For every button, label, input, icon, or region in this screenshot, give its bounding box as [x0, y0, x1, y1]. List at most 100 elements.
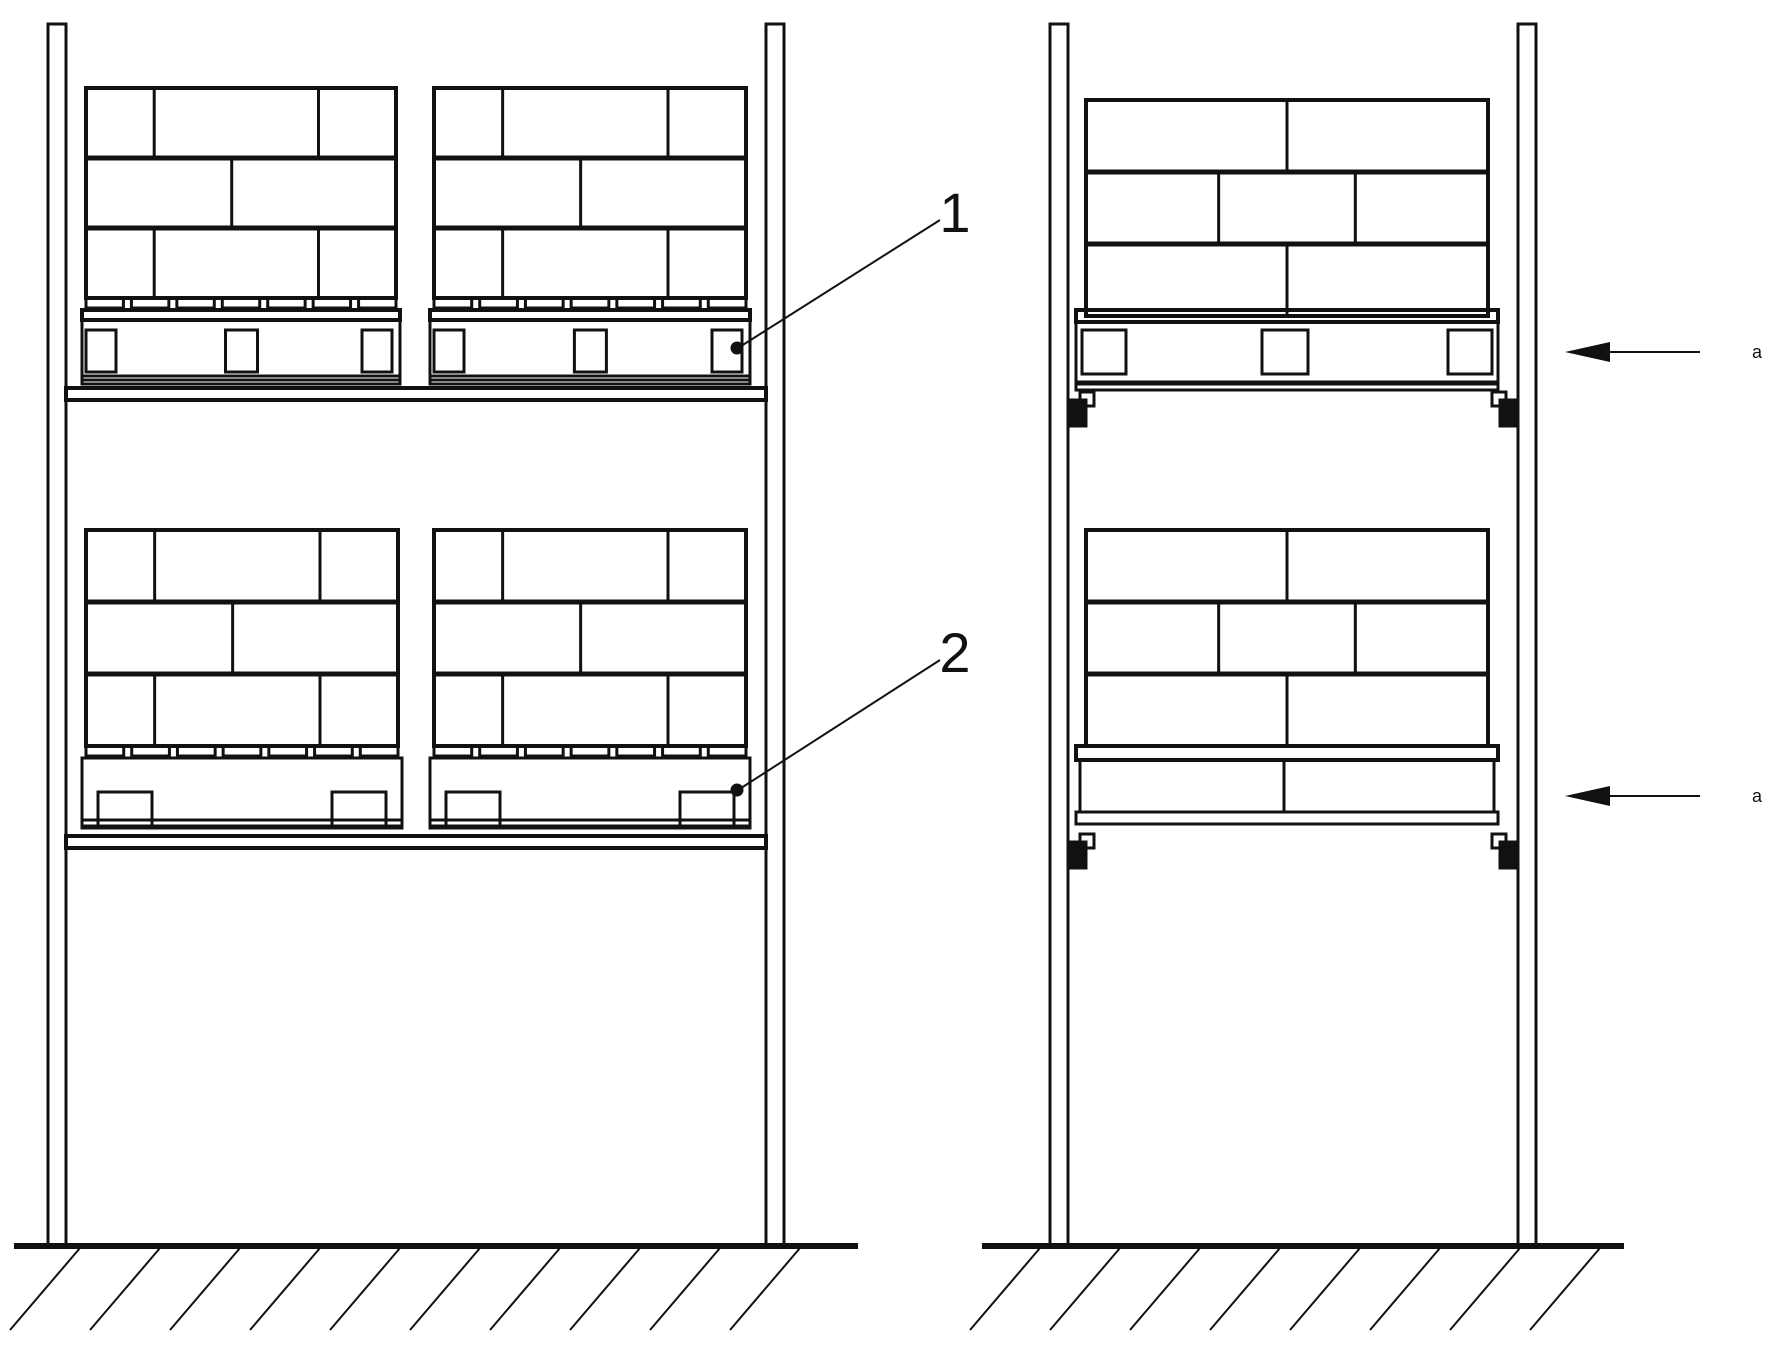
- deck-board: [221, 744, 263, 758]
- callout-label-2: 2: [939, 621, 970, 684]
- arrow-lower-head: [1565, 786, 1610, 806]
- left-floor-hatching: [9, 1247, 801, 1331]
- callout-1: 1: [730, 181, 971, 355]
- deck-board: [706, 744, 748, 758]
- arrow-upper-label: a: [1752, 342, 1763, 362]
- rail-shoe-right: [1498, 840, 1520, 870]
- callout-dot-2: [730, 783, 744, 797]
- pallet-load: [428, 86, 752, 386]
- pallet-base: [80, 318, 402, 382]
- hatch-line: [489, 1247, 561, 1331]
- pallet-bottom-board: [1074, 810, 1500, 826]
- pallet-block: [1260, 328, 1310, 376]
- rail-shoe-left: [1066, 840, 1088, 870]
- roller-right: [1490, 832, 1508, 850]
- pallet-load: [1066, 528, 1520, 870]
- pallet-bottom-board: [1074, 380, 1500, 392]
- right-upright-left: [1048, 22, 1070, 1248]
- deck-board: [432, 296, 474, 310]
- pallet-bottom-board: [80, 374, 402, 386]
- carton-stack: [1084, 98, 1490, 318]
- pallet-deck-boards: [432, 744, 748, 758]
- deck-board: [523, 744, 565, 758]
- pallet-foot: [678, 790, 736, 828]
- hatch-line: [1369, 1247, 1441, 1331]
- hatch-line: [169, 1247, 241, 1331]
- carton-stack: [1084, 528, 1490, 748]
- leader-line-1: [737, 219, 941, 349]
- hatch-line: [9, 1247, 81, 1331]
- rail-shoes: [1066, 390, 1520, 428]
- carton-stack: [432, 528, 748, 748]
- pallet-block: [224, 328, 259, 374]
- left-upright-left: [46, 22, 68, 1248]
- left-beam-lower: [64, 834, 768, 850]
- rail-shoe-right: [1498, 398, 1520, 428]
- left-rack: [46, 22, 786, 1248]
- left-beam-upper: [64, 386, 768, 402]
- pallet-block: [432, 328, 466, 374]
- pallet-load: [80, 528, 404, 830]
- deck-board: [569, 296, 611, 310]
- deck-board: [311, 296, 353, 310]
- deck-board: [357, 296, 398, 310]
- right-rack: [1048, 22, 1538, 1248]
- pallet-block: [1080, 328, 1128, 376]
- pallet-bottom-board: [428, 374, 752, 386]
- pallet-load: [1066, 98, 1520, 428]
- carton-stack-outline: [432, 86, 748, 300]
- pallet-base: [80, 756, 404, 828]
- pallet-foot: [96, 790, 154, 828]
- callout-label-1: 1: [939, 181, 970, 244]
- hatch-line: [1049, 1247, 1121, 1331]
- roller-left: [1078, 390, 1096, 408]
- deck-board: [478, 296, 519, 310]
- pallet-block: [1446, 328, 1494, 376]
- leader-line-2: [737, 659, 941, 791]
- hatch-line: [1529, 1247, 1601, 1331]
- pallet-deck-boards: [84, 744, 400, 758]
- deck-board: [569, 744, 611, 758]
- hatch-line: [89, 1247, 161, 1331]
- hatch-line: [1129, 1247, 1201, 1331]
- roller-left: [1078, 832, 1096, 850]
- carton-stack: [432, 86, 748, 300]
- pallet-deck-boards: [432, 296, 748, 310]
- left-pallets: [80, 86, 752, 830]
- deck-board: [358, 744, 400, 758]
- arrow-upper: a: [1565, 342, 1763, 362]
- deck-board: [130, 744, 171, 758]
- deck-board: [661, 744, 702, 758]
- carton-stack-outline: [432, 528, 748, 748]
- pallet-block: [84, 328, 118, 374]
- pallet-foot: [330, 790, 388, 828]
- pallet-bottom-board: [80, 818, 404, 830]
- deck-board: [267, 744, 309, 758]
- hatch-line: [969, 1247, 1041, 1331]
- deck-board: [84, 744, 126, 758]
- deck-board: [706, 296, 748, 310]
- rail-shoe-left: [1066, 398, 1088, 428]
- carton-stack: [84, 86, 398, 300]
- hatch-line: [729, 1247, 801, 1331]
- pallet-load: [428, 528, 752, 830]
- deck-board: [220, 296, 262, 310]
- roller-right: [1490, 390, 1508, 408]
- pallet-base: [1074, 320, 1500, 386]
- hatch-line: [1449, 1247, 1521, 1331]
- callout-dot-1: [730, 341, 744, 355]
- arrow-lower: a: [1565, 786, 1763, 806]
- deck-board: [175, 744, 217, 758]
- right-pallets: [1066, 98, 1520, 870]
- hatch-line: [649, 1247, 721, 1331]
- carton-stack-outline: [84, 86, 398, 300]
- pallet-block: [360, 328, 394, 374]
- deck-board: [661, 296, 702, 310]
- right-floor-hatching: [969, 1247, 1601, 1331]
- hatch-line: [409, 1247, 481, 1331]
- pallet-foot: [444, 790, 502, 828]
- pallet-block: [572, 328, 608, 374]
- deck-board: [478, 744, 519, 758]
- left-floor: [9, 1243, 858, 1331]
